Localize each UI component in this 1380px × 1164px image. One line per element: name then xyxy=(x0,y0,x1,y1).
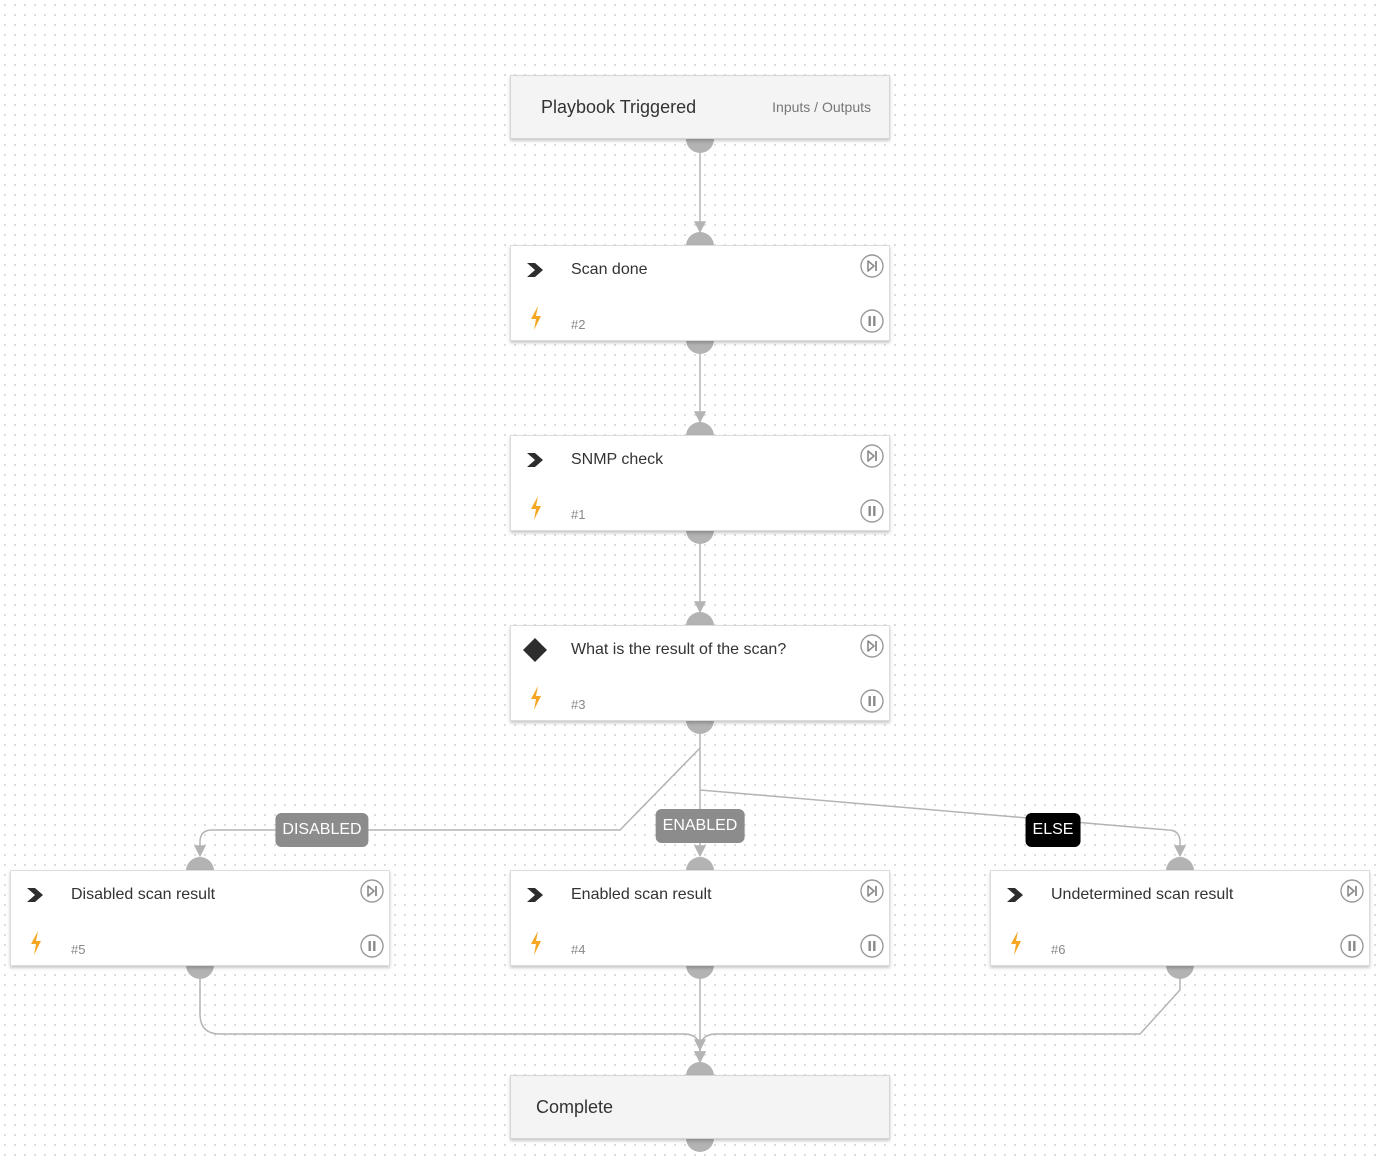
lightning-icon xyxy=(529,931,543,960)
pause-icon[interactable] xyxy=(860,934,884,958)
task-node-scan-result[interactable]: What is the result of the scan? #3 xyxy=(510,625,890,721)
chevron-right-icon xyxy=(526,452,544,473)
branch-label-else[interactable]: ELSE xyxy=(1025,813,1081,847)
pause-icon[interactable] xyxy=(860,499,884,523)
connector-disabled xyxy=(194,747,701,858)
output-port xyxy=(686,139,714,153)
inputs-outputs-link[interactable]: Inputs / Outputs xyxy=(772,99,871,115)
task-title: Disabled scan result xyxy=(71,886,216,903)
task-title: Enabled scan result xyxy=(571,886,712,903)
task-node-snmp-check[interactable]: SNMP check #1 xyxy=(510,435,890,531)
input-port xyxy=(686,612,714,626)
output-port xyxy=(686,965,714,979)
skip-icon[interactable] xyxy=(860,634,884,658)
task-number: #5 xyxy=(71,942,86,957)
input-port xyxy=(686,422,714,436)
diamond-icon xyxy=(522,637,548,668)
chevron-right-icon xyxy=(526,887,544,908)
output-port xyxy=(686,340,714,354)
skip-icon[interactable] xyxy=(1340,879,1364,903)
task-node-scan-done[interactable]: Scan done #2 xyxy=(510,245,890,341)
chevron-right-icon xyxy=(26,887,44,908)
task-node-undetermined-scan-result[interactable]: Undetermined scan result #6 xyxy=(990,870,1370,966)
branch-label-disabled[interactable]: DISABLED xyxy=(275,813,369,847)
start-node-title: Playbook Triggered xyxy=(541,97,697,117)
skip-icon[interactable] xyxy=(860,879,884,903)
lightning-icon xyxy=(529,306,543,335)
task-node-disabled-scan-result[interactable]: Disabled scan result #5 xyxy=(10,870,390,966)
lightning-icon xyxy=(1009,931,1023,960)
task-title: What is the result of the scan? xyxy=(571,641,787,658)
task-node-enabled-scan-result[interactable]: Enabled scan result #4 xyxy=(510,870,890,966)
lightning-icon xyxy=(29,931,43,960)
input-port xyxy=(686,857,714,871)
output-port xyxy=(186,965,214,979)
input-port xyxy=(686,232,714,246)
lightning-icon xyxy=(529,496,543,525)
connector-undetermined-to-complete xyxy=(694,978,1181,1052)
chevron-right-icon xyxy=(526,262,544,283)
pause-icon[interactable] xyxy=(860,309,884,333)
skip-icon[interactable] xyxy=(860,254,884,278)
task-number: #4 xyxy=(571,942,586,957)
input-port xyxy=(186,857,214,871)
task-number: #3 xyxy=(571,697,586,712)
end-node[interactable]: Complete xyxy=(510,1075,890,1139)
pause-icon[interactable] xyxy=(1340,934,1364,958)
connector-disabled-to-complete xyxy=(199,978,706,1064)
task-number: #2 xyxy=(571,317,586,332)
lightning-icon xyxy=(529,686,543,715)
skip-icon[interactable] xyxy=(860,444,884,468)
branch-label-enabled[interactable]: ENABLED xyxy=(655,809,745,843)
start-node[interactable]: Playbook Triggered Inputs / Outputs xyxy=(510,75,890,139)
task-number: #1 xyxy=(571,507,586,522)
chevron-right-icon xyxy=(1006,887,1024,908)
task-number: #6 xyxy=(1051,942,1066,957)
output-port xyxy=(686,720,714,734)
input-port xyxy=(686,1062,714,1076)
output-port xyxy=(686,530,714,544)
end-node-title: Complete xyxy=(536,1097,614,1117)
input-port xyxy=(1166,857,1194,871)
connector-else xyxy=(699,789,1186,858)
task-title: Undetermined scan result xyxy=(1051,886,1234,903)
skip-icon[interactable] xyxy=(360,879,384,903)
pause-icon[interactable] xyxy=(860,689,884,713)
output-port xyxy=(686,1138,714,1152)
pause-icon[interactable] xyxy=(360,934,384,958)
output-port xyxy=(1166,965,1194,979)
task-title: SNMP check xyxy=(571,451,664,468)
task-title: Scan done xyxy=(571,261,648,278)
